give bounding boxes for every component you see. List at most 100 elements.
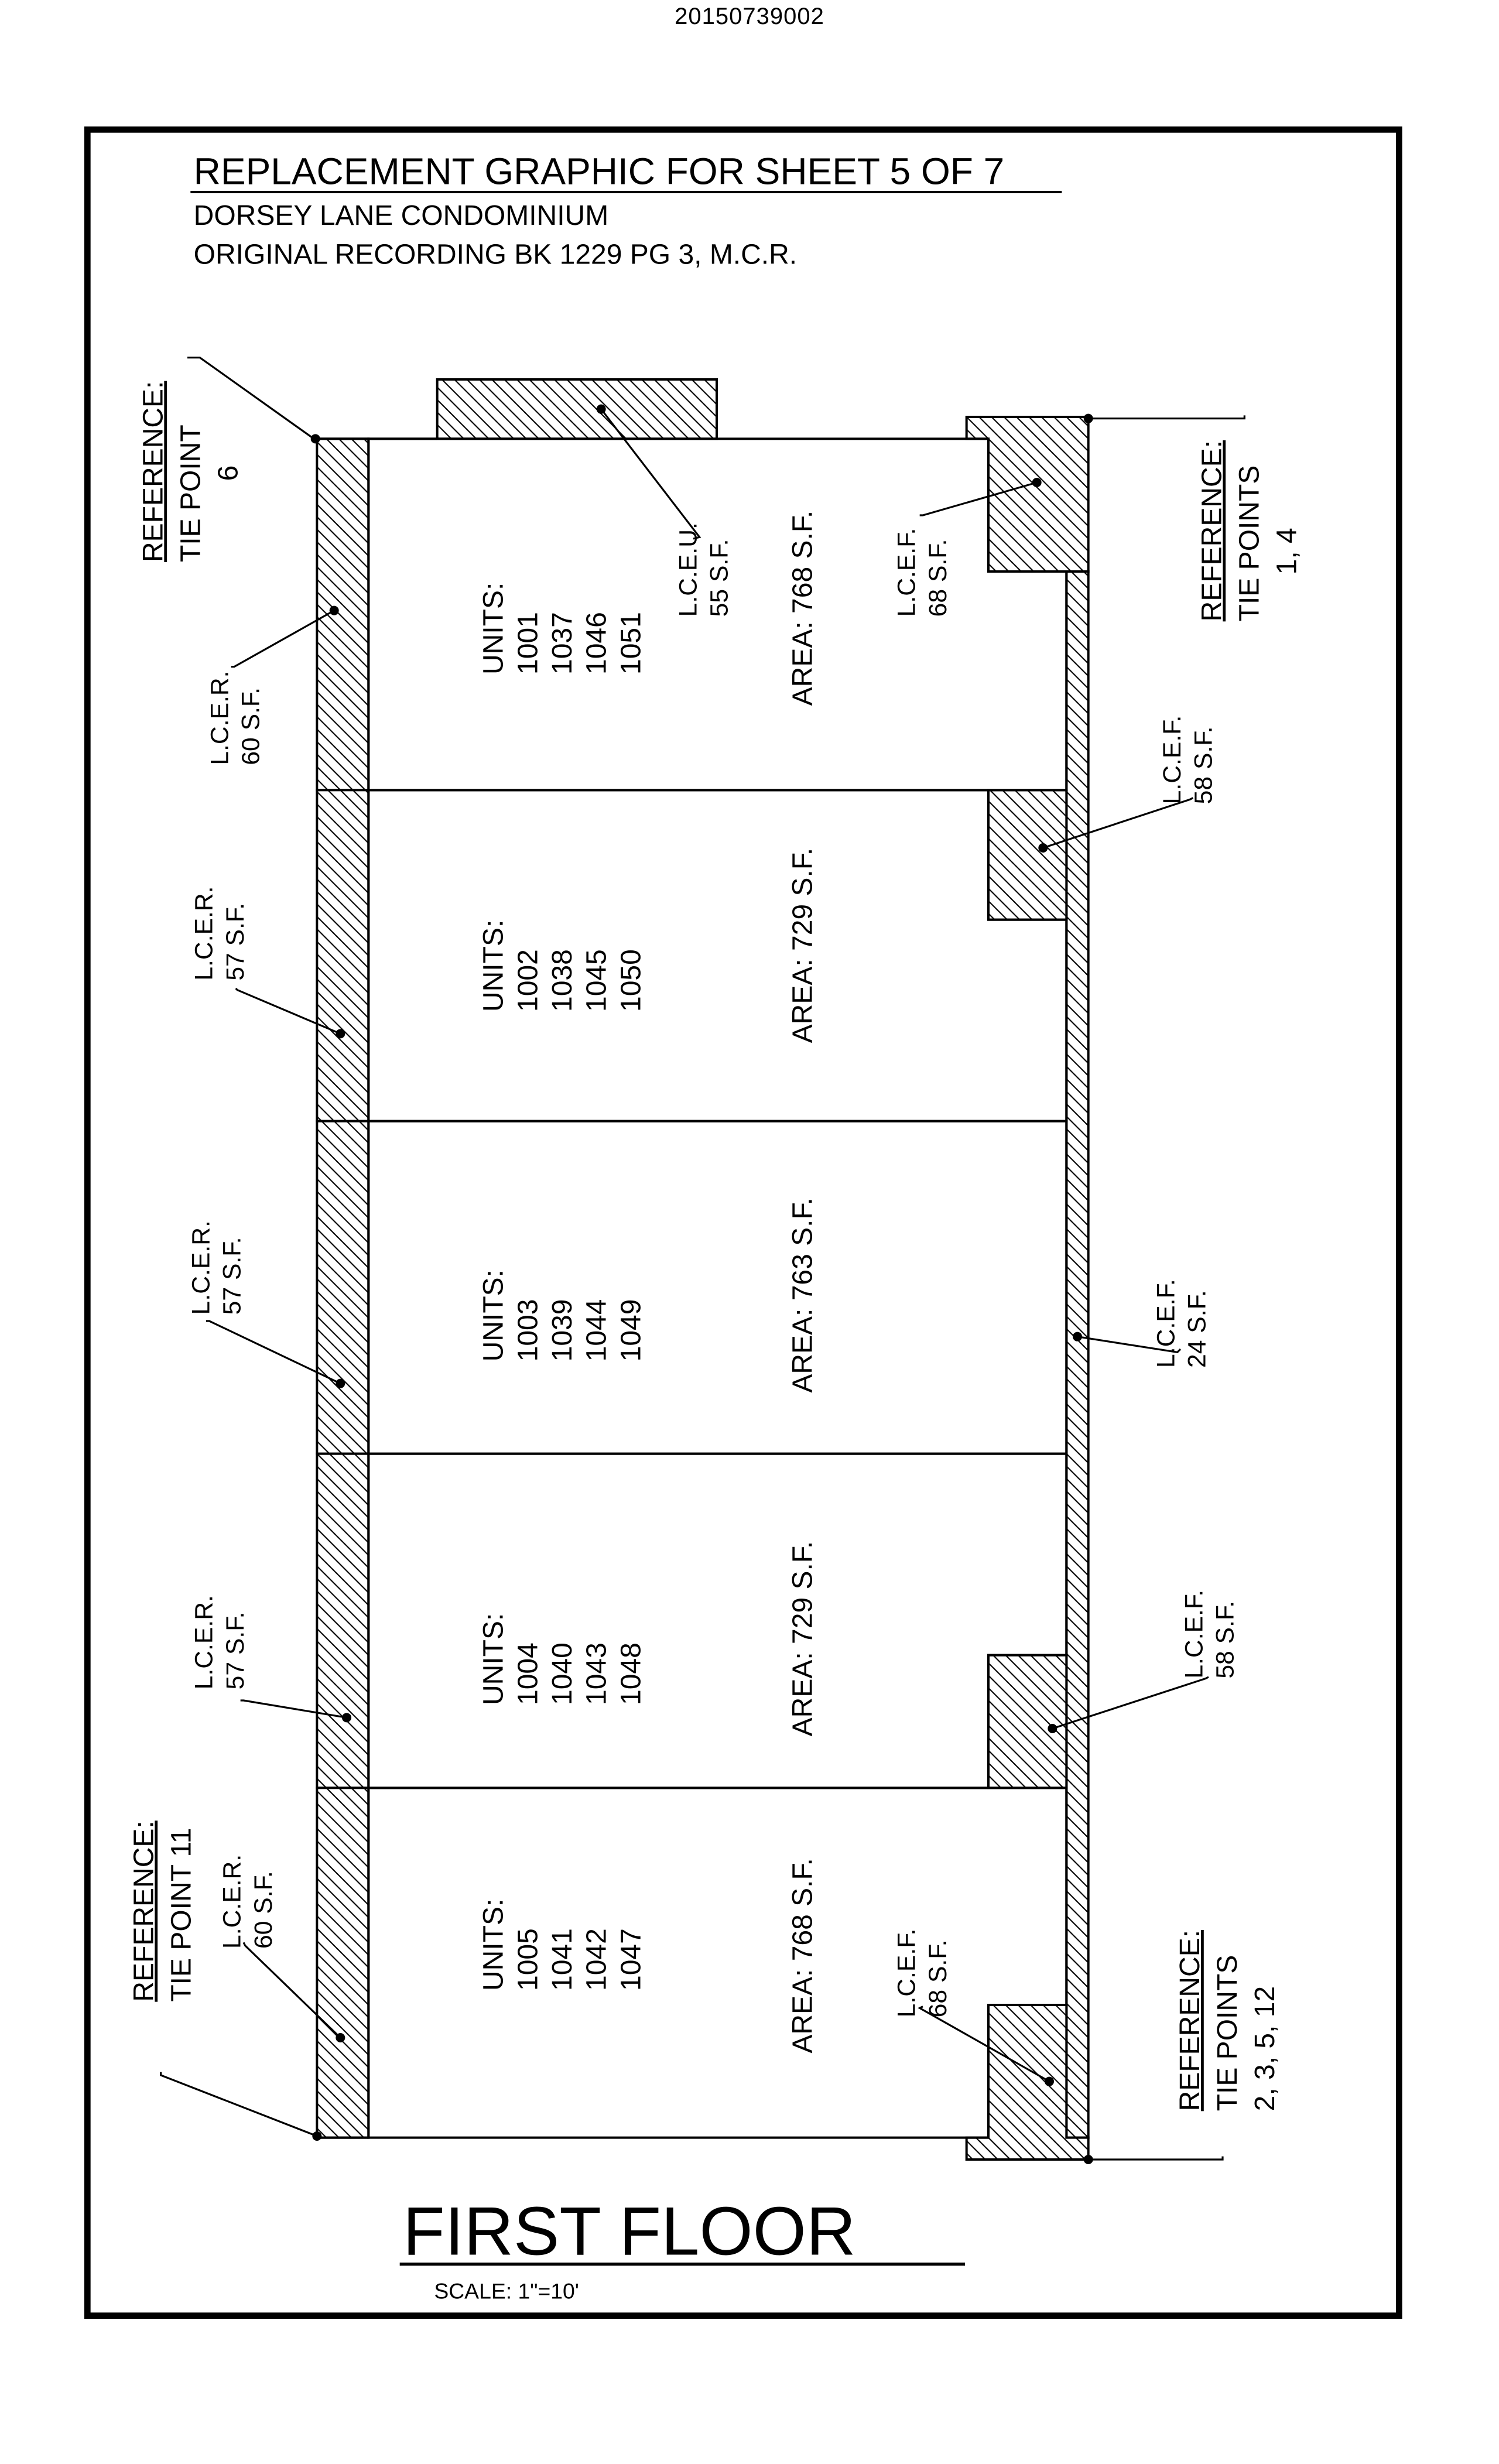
unit-5-number: 1041 bbox=[547, 1928, 578, 1991]
unit-1-heading: UNITS: bbox=[478, 583, 509, 675]
svg-text:58 S.F.: 58 S.F. bbox=[1211, 1601, 1240, 1679]
lcer-strip-1 bbox=[316, 437, 370, 792]
unit-4-number: 1048 bbox=[615, 1642, 646, 1705]
svg-text:L.C.E.F.: L.C.E.F. bbox=[1158, 716, 1186, 805]
svg-text:REFERENCE:: REFERENCE: bbox=[138, 381, 169, 562]
lcer-strip-2 bbox=[316, 789, 370, 1123]
lcef-block-1 bbox=[965, 416, 1090, 573]
lcef-block-2 bbox=[987, 789, 1068, 921]
lcef-label-4: L.C.E.F. 58 S.F. bbox=[1180, 1590, 1239, 1679]
unit-4-number: 1040 bbox=[547, 1642, 578, 1705]
svg-text:L.C.E.R.: L.C.E.R. bbox=[218, 1854, 247, 1949]
unit-outline-5 bbox=[367, 1787, 1068, 2139]
unit-4-area: AREA: 729 S.F. bbox=[788, 1541, 819, 1737]
unit-3-heading: UNITS: bbox=[478, 1269, 509, 1361]
svg-text:60 S.F.: 60 S.F. bbox=[249, 1871, 278, 1949]
reference-tie-point-6: REFERENCE: TIE POINT 6 bbox=[138, 381, 244, 562]
svg-text:TIE POINT: TIE POINT bbox=[175, 425, 206, 562]
unit-5-number: 1047 bbox=[615, 1928, 646, 1991]
unit-4-labels: UNITS: 1004 1040 1043 1048 AREA: 729 S.F… bbox=[478, 1541, 819, 1737]
svg-text:L.C.E.F.: L.C.E.F. bbox=[893, 528, 921, 617]
unit-outline-3 bbox=[367, 1120, 1068, 1455]
lcef-label-5: L.C.E.F. 68 S.F. bbox=[893, 1929, 952, 2018]
unit-2-labels: UNITS: 1002 1038 1045 1050 AREA: 729 S.F… bbox=[478, 848, 819, 1043]
leader-lines bbox=[160, 357, 1245, 2161]
svg-text:58 S.F.: 58 S.F. bbox=[1189, 727, 1217, 805]
lcer-label-2: L.C.E.R. 57 S.F. bbox=[190, 886, 249, 980]
unit-4-number: 1043 bbox=[581, 1642, 612, 1705]
unit-3-area: AREA: 763 S.F. bbox=[788, 1197, 819, 1393]
lceu-label: L.C.E.U. 55 S.F. bbox=[674, 522, 733, 617]
lcer-label-1: L.C.E.R. 60 S.F. bbox=[206, 670, 265, 765]
unit-outline-2 bbox=[367, 789, 1068, 1123]
leader-dots bbox=[310, 404, 1093, 2164]
unit-2-number: 1002 bbox=[512, 949, 543, 1012]
svg-text:L.C.E.F.: L.C.E.F. bbox=[1152, 1279, 1180, 1368]
unit-1-labels: UNITS: 1001 1037 1046 1051 AREA: 768 S.F… bbox=[478, 511, 819, 706]
unit-2-number: 1045 bbox=[581, 949, 612, 1012]
unit-3-number: 1044 bbox=[581, 1299, 612, 1362]
svg-text:L.C.E.U.: L.C.E.U. bbox=[674, 522, 702, 617]
unit-1-number: 1001 bbox=[512, 612, 543, 675]
unit-2-heading: UNITS: bbox=[478, 920, 509, 1012]
lcef-label-3: L.C.E.F. 24 S.F. bbox=[1152, 1279, 1211, 1368]
scale-label: SCALE: 1"=10' bbox=[434, 2278, 579, 2303]
reference-tie-points-2-3-5-12: REFERENCE: TIE POINTS 2, 3, 5, 12 bbox=[1175, 1930, 1281, 2111]
svg-text:68 S.F.: 68 S.F. bbox=[924, 1940, 952, 2018]
reference-tie-point-11: REFERENCE: TIE POINT 11 bbox=[128, 1820, 197, 2001]
svg-text:TIE POINTS: TIE POINTS bbox=[1212, 1955, 1243, 2111]
reference-tie-points-1-4: REFERENCE: TIE POINTS 1, 4 bbox=[1196, 440, 1302, 621]
lcef-block-4 bbox=[987, 1654, 1068, 1789]
unit-1-number: 1051 bbox=[615, 612, 646, 675]
svg-text:6: 6 bbox=[213, 466, 244, 481]
svg-text:REFERENCE:: REFERENCE: bbox=[1175, 1930, 1206, 2111]
unit-3-number: 1039 bbox=[547, 1299, 578, 1362]
unit-1-number: 1046 bbox=[581, 612, 612, 675]
lcer-strip-3 bbox=[316, 1120, 370, 1455]
unit-5-number: 1005 bbox=[512, 1928, 543, 1991]
unit-3-labels: UNITS: 1003 1039 1044 1049 AREA: 763 S.F… bbox=[478, 1197, 819, 1393]
svg-text:L.C.E.R.: L.C.E.R. bbox=[190, 1595, 218, 1689]
original-recording: ORIGINAL RECORDING BK 1229 PG 3, M.C.R. bbox=[194, 239, 797, 271]
lcef-label-2: L.C.E.F. 58 S.F. bbox=[1158, 716, 1217, 805]
condominium-name: DORSEY LANE CONDOMINIUM bbox=[194, 200, 609, 231]
sheet-border bbox=[84, 126, 1402, 2319]
unit-4-number: 1004 bbox=[512, 1642, 543, 1705]
unit-2-number: 1038 bbox=[547, 949, 578, 1012]
floor-title: FIRST FLOOR bbox=[403, 2193, 856, 2270]
unit-5-labels: UNITS: 1005 1041 1042 1047 AREA: 768 S.F… bbox=[478, 1858, 819, 2054]
svg-text:TIE POINTS: TIE POINTS bbox=[1234, 466, 1265, 622]
svg-text:L.C.E.R.: L.C.E.R. bbox=[190, 886, 218, 980]
unit-2-area: AREA: 729 S.F. bbox=[788, 848, 819, 1043]
svg-text:57 S.F.: 57 S.F. bbox=[218, 1237, 247, 1315]
svg-text:24 S.F.: 24 S.F. bbox=[1183, 1290, 1211, 1368]
svg-text:57 S.F.: 57 S.F. bbox=[221, 903, 249, 981]
svg-text:L.C.E.R.: L.C.E.R. bbox=[187, 1220, 215, 1315]
unit-5-number: 1042 bbox=[581, 1928, 612, 1991]
unit-1-number: 1037 bbox=[547, 612, 578, 675]
lcer-strip-5 bbox=[316, 1787, 370, 2139]
svg-text:REFERENCE:: REFERENCE: bbox=[1196, 440, 1227, 621]
sheet-title: REPLACEMENT GRAPHIC FOR SHEET 5 OF 7 bbox=[194, 150, 1005, 193]
svg-text:TIE POINT 11: TIE POINT 11 bbox=[166, 1828, 197, 2002]
unit-3-number: 1049 bbox=[615, 1299, 646, 1362]
svg-text:L.C.E.F.: L.C.E.F. bbox=[893, 1929, 921, 2018]
unit-3-number: 1003 bbox=[512, 1299, 543, 1362]
building-plan bbox=[316, 378, 1090, 2161]
svg-text:REFERENCE:: REFERENCE: bbox=[128, 1820, 159, 2001]
unit-4-heading: UNITS: bbox=[478, 1613, 509, 1705]
lcer-label-5: L.C.E.R. 60 S.F. bbox=[218, 1854, 278, 1949]
unit-2-number: 1050 bbox=[615, 949, 646, 1012]
svg-text:57 S.F.: 57 S.F. bbox=[221, 1612, 249, 1690]
svg-text:55 S.F.: 55 S.F. bbox=[706, 539, 734, 617]
document-number: 20150739002 bbox=[675, 4, 824, 29]
unit-outline-4 bbox=[367, 1452, 1068, 1789]
lcef-label-1: L.C.E.F. 68 S.F. bbox=[893, 528, 952, 617]
svg-text:L.C.E.R.: L.C.E.R. bbox=[206, 670, 234, 765]
lcer-label-4: L.C.E.R. 57 S.F. bbox=[190, 1595, 249, 1689]
lcef-right-strip bbox=[1065, 570, 1090, 2139]
unit-5-area: AREA: 768 S.F. bbox=[788, 1858, 819, 2054]
lcer-label-3: L.C.E.R. 57 S.F. bbox=[187, 1220, 246, 1315]
svg-text:1, 4: 1, 4 bbox=[1271, 528, 1302, 574]
